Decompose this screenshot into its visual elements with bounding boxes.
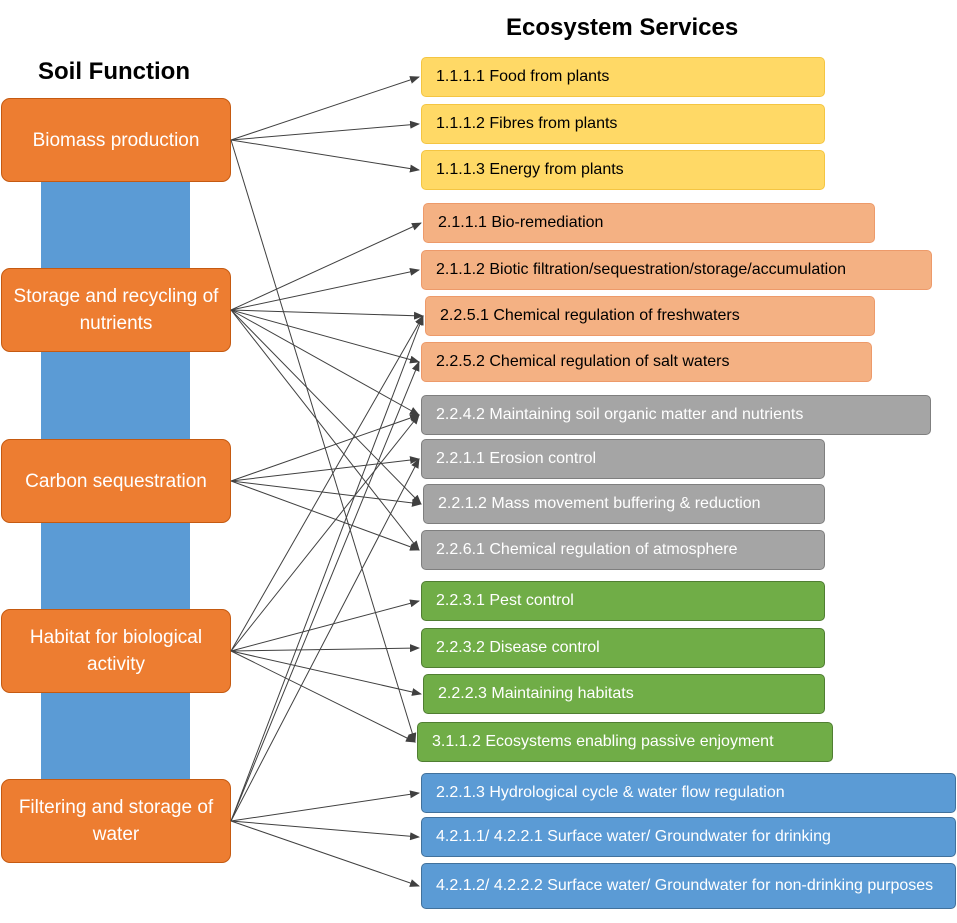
- service-disease-control: 2.2.3.2 Disease control: [421, 628, 825, 668]
- service-pest-control: 2.2.3.1 Pest control: [421, 581, 825, 621]
- arrow-link: [230, 120, 420, 141]
- arrow-link: [230, 76, 420, 141]
- arrow-link: [230, 456, 420, 482]
- ecosystem-services-heading: Ecosystem Services: [506, 14, 739, 41]
- arrow-link: [230, 414, 420, 652]
- arrow-link: [230, 650, 422, 696]
- arrow-link: [230, 309, 422, 505]
- arrow-link: [230, 480, 422, 507]
- arrow-link: [230, 820, 420, 841]
- service-bio-remediation: 2.1.1.1 Bio-remediation: [423, 203, 875, 243]
- arrow-link: [230, 309, 420, 416]
- function-filtering-storage-water: Filtering and storage of water: [1, 779, 231, 863]
- service-chemical-regulation-freshwaters: 2.2.5.1 Chemical regulation of freshwate…: [425, 296, 875, 336]
- service-water-for-non-drinking: 4.2.1.2/ 4.2.2.2 Surface water/ Groundwa…: [421, 863, 956, 909]
- service-maintaining-habitats: 2.2.2.3 Maintaining habitats: [423, 674, 825, 714]
- arrow-link: [230, 309, 420, 364]
- soil-function-heading: Soil Function: [38, 58, 190, 85]
- arrow-link: [230, 458, 420, 822]
- service-erosion-control: 2.2.1.1 Erosion control: [421, 439, 825, 479]
- service-energy-from-plants: 1.1.1.3 Energy from plants: [421, 150, 825, 190]
- service-hydrological-cycle: 2.2.1.3 Hydrological cycle & water flow …: [421, 773, 956, 813]
- arrow-link: [230, 139, 417, 743]
- arrow-link: [230, 267, 420, 311]
- arrow-link: [230, 309, 424, 320]
- service-passive-enjoyment: 3.1.1.2 Ecosystems enabling passive enjo…: [417, 722, 833, 762]
- service-soil-organic-matter: 2.2.4.2 Maintaining soil organic matter …: [421, 395, 931, 435]
- function-carbon-sequestration: Carbon sequestration: [1, 439, 231, 523]
- arrow-link: [230, 309, 420, 551]
- arrow-link: [230, 650, 416, 743]
- service-water-for-drinking: 4.2.1.1/ 4.2.2.1 Surface water/ Groundwa…: [421, 817, 956, 857]
- arrow-link: [230, 361, 420, 822]
- function-habitat-biological-activity: Habitat for biological activity: [1, 609, 231, 693]
- function-storage-recycling-nutrients: Storage and recycling of nutrients: [1, 268, 231, 352]
- function-biomass-production: Biomass production: [1, 98, 231, 182]
- arrow-link: [230, 599, 420, 652]
- arrow-link: [230, 315, 424, 652]
- arrow-link: [230, 480, 420, 551]
- arrow-link: [230, 644, 420, 653]
- arrow-link: [230, 414, 420, 482]
- service-chemical-regulation-atmosphere: 2.2.6.1 Chemical regulation of atmospher…: [421, 530, 825, 570]
- arrow-link: [230, 790, 420, 822]
- arrow-link: [230, 222, 422, 311]
- arrow-link: [230, 139, 420, 173]
- service-mass-movement-buffering: 2.2.1.2 Mass movement buffering & reduct…: [423, 484, 825, 524]
- service-food-from-plants: 1.1.1.1 Food from plants: [421, 57, 825, 97]
- service-fibres-from-plants: 1.1.1.2 Fibres from plants: [421, 104, 825, 144]
- arrow-link: [230, 315, 424, 822]
- service-chemical-regulation-salt-waters: 2.2.5.2 Chemical regulation of salt wate…: [421, 342, 872, 382]
- arrow-link: [230, 820, 420, 887]
- service-biotic-filtration: 2.1.1.2 Biotic filtration/sequestration/…: [421, 250, 932, 290]
